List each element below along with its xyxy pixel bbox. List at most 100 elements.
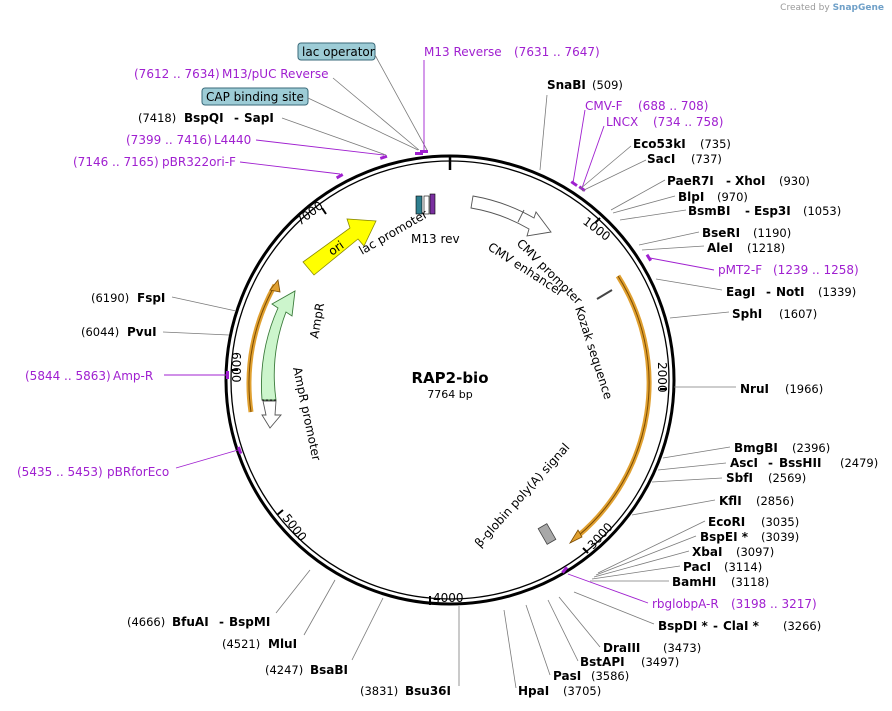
site-name-2: ClaI * xyxy=(723,619,760,633)
site-position: (1218) xyxy=(747,241,785,255)
tick-mark-3000 xyxy=(582,547,589,554)
lac-operator-box xyxy=(297,42,376,61)
feature-label-ampr-promoter: AmpR promoter xyxy=(290,366,324,462)
site-eagi-noti: EagI - NotI (1339) xyxy=(655,278,856,299)
site-bspdi-clai: BspDI * - ClaI * (3266) xyxy=(573,591,821,633)
tick-label-6000: 6000 xyxy=(229,352,243,383)
primer-name-rbglobpa: rbglobpA-R xyxy=(652,597,719,611)
tick-label-2000: 2000 xyxy=(655,362,669,393)
cap-binding-label: CAP binding site xyxy=(206,90,304,104)
site-name-alt: - xyxy=(768,456,773,470)
site-leader xyxy=(593,550,690,578)
plasmid-size: 7764 bp xyxy=(427,388,472,401)
site-fspi: (6190) FspI xyxy=(91,291,237,312)
site-position: (6190) xyxy=(91,291,129,305)
site-position: (1190) xyxy=(753,226,791,240)
site-bspqi-sapi: (7418) BspQI - SapI xyxy=(138,111,387,156)
feature-label-polya-signal: β-globin poly(A) signal xyxy=(472,440,573,550)
site-name-alt: - xyxy=(766,285,771,299)
primer-range-lncx: (734 .. 758) xyxy=(653,115,723,129)
site-bseri: BseRI (1190) xyxy=(638,226,791,246)
primer-name-m13-reverse: M13 Reverse xyxy=(424,45,502,59)
primer-mark-m13-puc xyxy=(415,152,423,155)
feature-label-kozak: Kozak sequence xyxy=(572,305,615,401)
cmv-feature-divider xyxy=(517,209,525,223)
site-leader xyxy=(641,245,705,251)
site-position: (1607) xyxy=(779,307,817,321)
site-name-2: BspMI xyxy=(229,615,270,629)
primer-range-pmt2: (1239 .. 1258) xyxy=(773,263,859,277)
cmv-region-arrowhead xyxy=(568,529,583,544)
credit-watermark: Created by SnapGene xyxy=(780,3,884,13)
site-leader xyxy=(573,591,655,625)
site-position: (3097) xyxy=(736,545,774,559)
site-bstapi: BstAPI (3497) xyxy=(547,599,679,669)
site-leader xyxy=(612,195,676,214)
site-position: (735) xyxy=(700,137,731,151)
site-leader xyxy=(547,599,579,662)
site-position: (6044) xyxy=(81,325,119,339)
tick-mark-1000 xyxy=(594,217,601,224)
ampr-feature-arrow xyxy=(261,290,296,401)
site-position: (3114) xyxy=(724,560,762,574)
site-position: (3831) xyxy=(360,684,398,698)
site-draiii: DraIII (3473) xyxy=(558,596,701,655)
site-name: BmgBI xyxy=(734,441,778,455)
site-name: BseRI xyxy=(702,226,740,240)
site-leader xyxy=(303,579,336,636)
credit-prefix: Created by xyxy=(780,3,830,13)
site-name: PasI xyxy=(553,669,581,683)
lac-promoter-feature xyxy=(415,195,423,215)
primer-range-l4440: (7399 .. 7416) xyxy=(126,133,212,147)
primer-name-lncx: LNCX xyxy=(606,115,638,129)
primer-leader-l4440 xyxy=(255,139,385,156)
site-name-2: BssHII xyxy=(779,456,821,470)
site-eco53ki: Eco53kI (735) xyxy=(579,137,731,190)
site-name: AleI xyxy=(707,241,733,255)
site-position: (970) xyxy=(717,190,748,204)
site-name-alt: - xyxy=(713,619,718,633)
site-leader xyxy=(539,94,548,171)
site-position: (930) xyxy=(779,174,810,188)
credit-brand: SnapGene xyxy=(832,3,884,13)
primer-mark-amp-r xyxy=(226,371,229,379)
site-name: PacI xyxy=(683,560,711,574)
site-alei: AleI (1218) xyxy=(641,241,785,255)
site-position: (3118) xyxy=(731,575,769,589)
site-leader xyxy=(281,117,387,156)
cap-binding-box xyxy=(201,87,309,106)
primer-leader-pbr322 xyxy=(239,161,341,175)
site-position: (3705) xyxy=(563,684,601,698)
primer-mark-pbr322 xyxy=(335,173,344,180)
site-bsmbi-esp3i: BsmBI - Esp3I (1053) xyxy=(619,204,841,221)
site-position: (1966) xyxy=(785,382,823,396)
m13-rev-feature xyxy=(429,193,436,215)
site-leader xyxy=(662,446,731,459)
site-leader xyxy=(651,477,723,483)
site-name-2: XhoI xyxy=(735,174,766,188)
site-leader xyxy=(351,597,384,661)
site-name: SbfI xyxy=(726,471,753,485)
site-position: (737) xyxy=(691,152,722,166)
site-position: (4521) xyxy=(222,637,260,651)
site-name-alt: - xyxy=(745,204,750,218)
lac-operator-leader xyxy=(374,54,428,151)
site-nrui: NruI (1966) xyxy=(674,382,823,396)
primer-range-m13-puc: (7612 .. 7634) xyxy=(134,67,220,81)
primer-name-amp-r: Amp-R xyxy=(113,369,153,383)
feature-label-ampr: AmpR xyxy=(307,302,327,340)
site-leader xyxy=(525,604,551,676)
site-position: (2569) xyxy=(768,471,806,485)
primer-range-pbr322: (7146 .. 7165) xyxy=(73,155,159,169)
site-leader xyxy=(610,179,666,211)
site-leader xyxy=(631,499,716,516)
primer-name-pbrforeco: pBRforEco xyxy=(107,465,169,479)
site-sbfi: SbfI (2569) xyxy=(651,471,806,485)
primer-mark-rbglobpa xyxy=(561,566,569,574)
site-paci: PacI (3114) xyxy=(591,560,762,580)
tick-label-1000: 1000 xyxy=(580,214,613,244)
site-position: (3266) xyxy=(783,619,821,633)
site-position: (4247) xyxy=(265,663,303,677)
primer-name-pbr322: pBR322ori-F xyxy=(162,155,236,169)
